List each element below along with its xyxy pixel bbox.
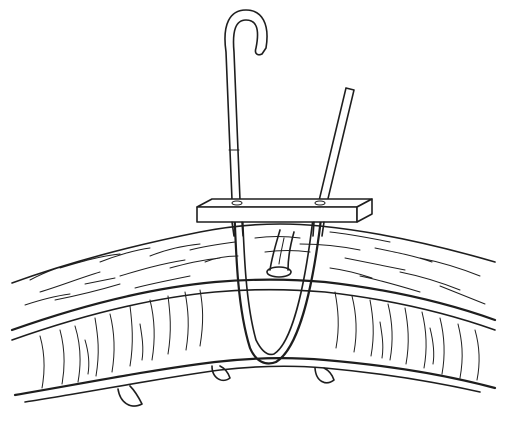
hooked-stylet [225,10,267,200]
straight-stylet [318,88,354,207]
tissue-layers [12,224,495,406]
tissue-tag [315,368,334,383]
muscle-striations [40,290,479,388]
guide-plate [197,199,372,236]
instrument [197,10,372,363]
tissue-tag [212,366,230,380]
tissue-tag [118,386,142,406]
middle-tissue-layer [12,280,495,330]
surface-tissue-layer [12,224,495,283]
deep-tissue-layer [15,358,495,395]
surface-texture [25,232,485,305]
